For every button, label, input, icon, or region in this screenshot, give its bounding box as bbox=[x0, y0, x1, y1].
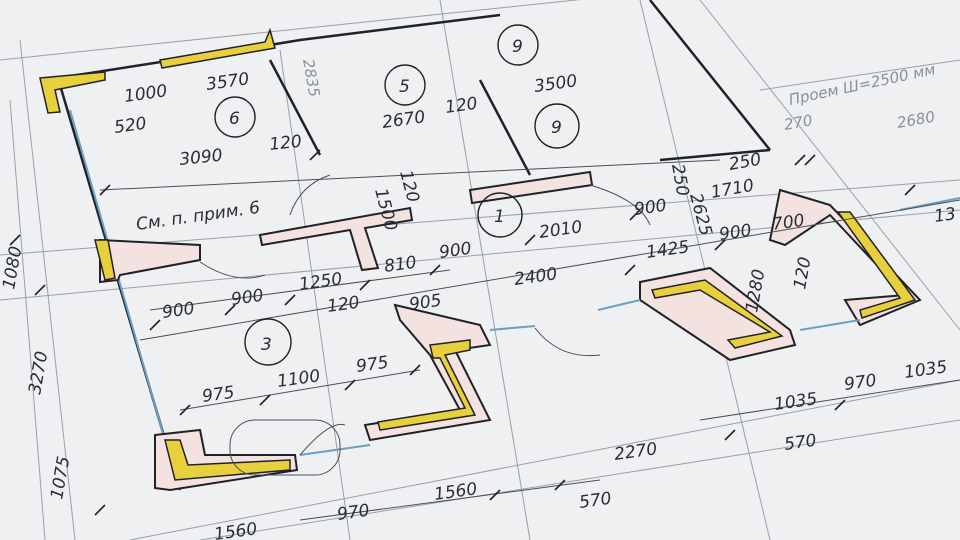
dim-label: 970 bbox=[336, 501, 371, 525]
dim-label: 900 bbox=[438, 239, 473, 263]
dim-label: 700 bbox=[771, 211, 806, 235]
dim-label: 810 bbox=[383, 253, 418, 277]
dim-label: 905 bbox=[408, 291, 443, 315]
room-number-5: 5 bbox=[399, 77, 410, 97]
room-number-3: 3 bbox=[261, 335, 272, 355]
room-number-9: 9 bbox=[512, 37, 523, 57]
dim-label: 900 bbox=[718, 221, 753, 245]
dim-label: 270 bbox=[783, 111, 814, 134]
dim-label: 975 bbox=[201, 383, 236, 407]
room-number-4: 6 bbox=[229, 109, 240, 129]
dim-label: 520 bbox=[113, 114, 148, 138]
dim-label: 900 bbox=[230, 286, 265, 310]
dim-label: 3090 bbox=[178, 146, 223, 170]
dim-label: 120 bbox=[444, 94, 479, 118]
dim-label: 975 bbox=[355, 353, 390, 377]
dim-label: 120 bbox=[326, 293, 361, 317]
dimension-lines bbox=[9, 24, 960, 521]
room-numbers: 6 5 9 1 3 9 bbox=[229, 37, 562, 355]
room-number-1: 1 bbox=[494, 207, 505, 227]
dim-label: 970 bbox=[843, 371, 878, 395]
room-number-6: 9 bbox=[551, 118, 562, 138]
dim-label: 120 bbox=[268, 132, 302, 155]
dim-label: 900 bbox=[161, 299, 196, 323]
dim-label: 570 bbox=[783, 431, 818, 455]
dim-label: 570 bbox=[578, 489, 613, 513]
dim-label: 13 bbox=[933, 204, 957, 227]
door-swings bbox=[199, 174, 651, 476]
dim-label: 1560 bbox=[213, 519, 259, 540]
dim-label: 900 bbox=[633, 196, 668, 220]
